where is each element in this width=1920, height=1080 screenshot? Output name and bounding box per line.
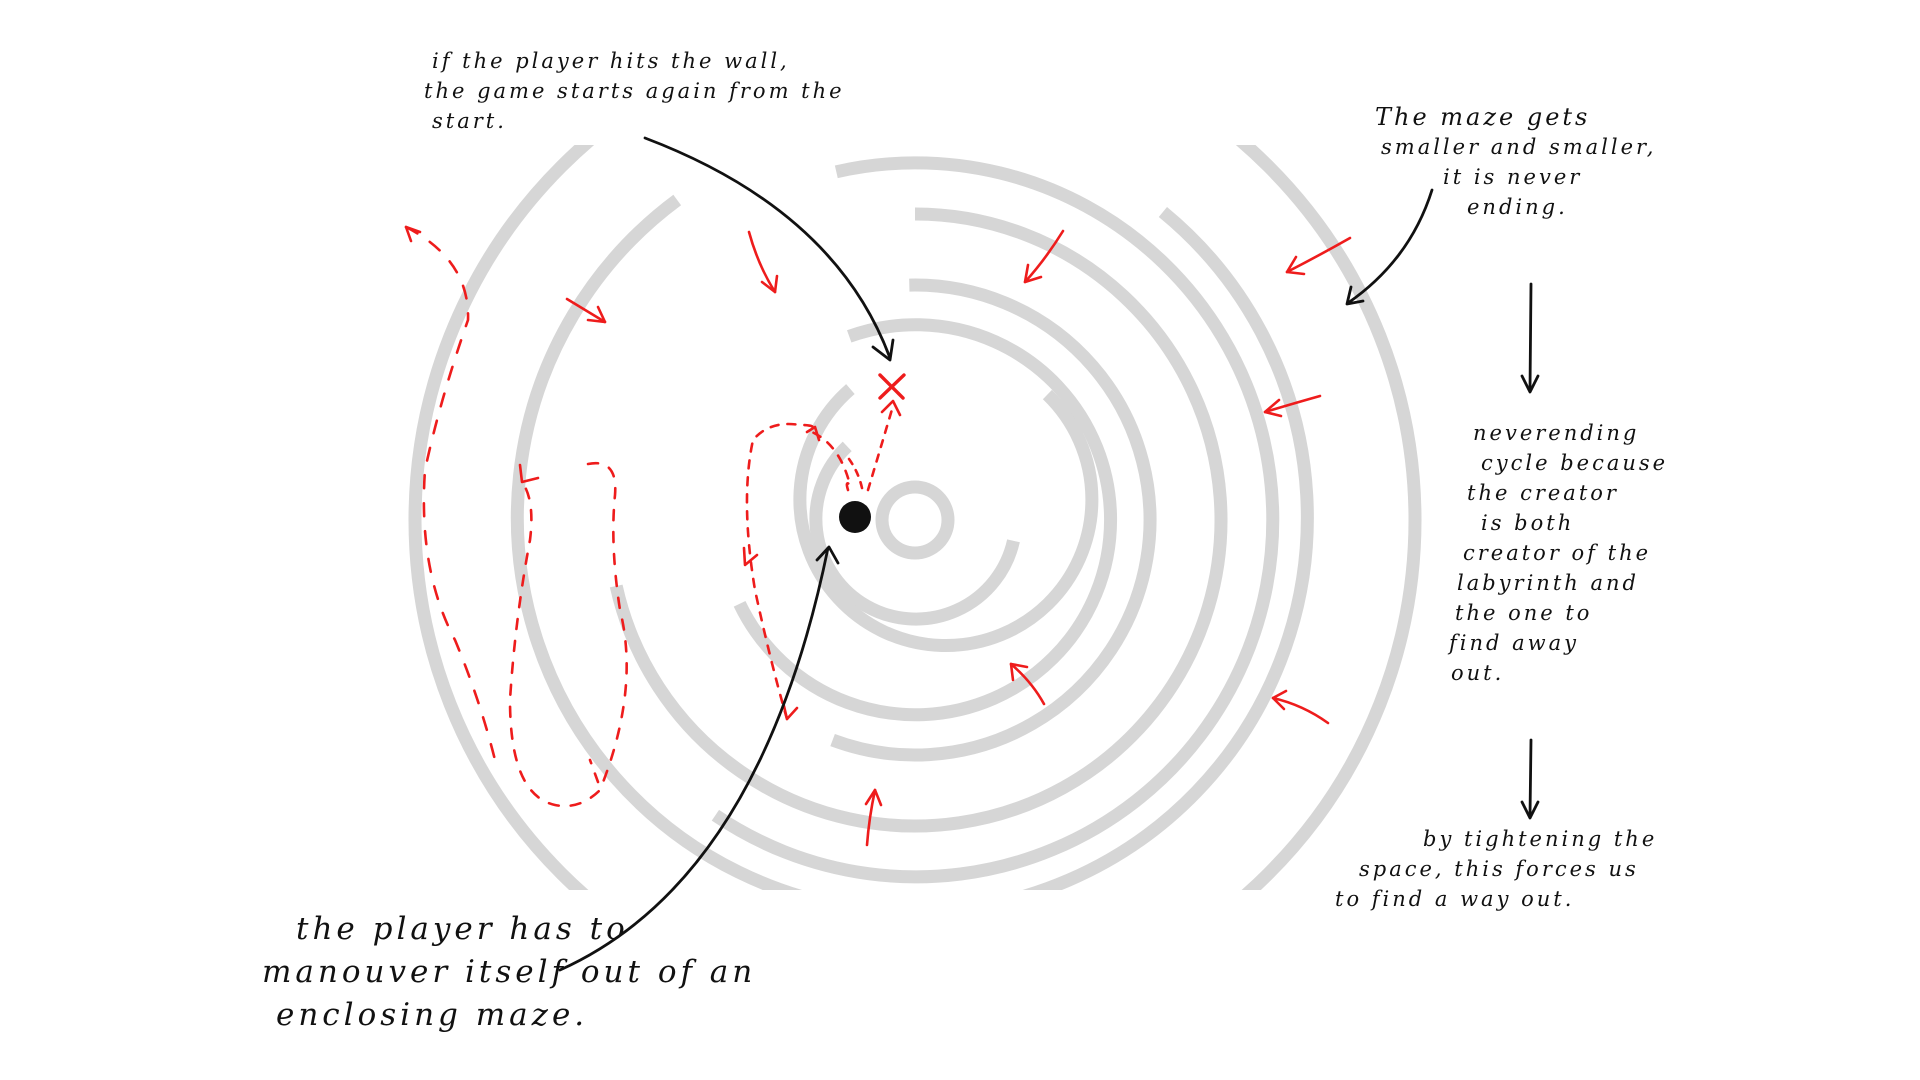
- path-arrow-head: [518, 463, 540, 484]
- maze-ring-2: [793, 384, 1099, 652]
- maze-note-line: The maze gets: [1375, 103, 1591, 131]
- maze-note-line: it is never: [1443, 165, 1583, 189]
- inward-arrow: [1023, 229, 1065, 284]
- space-note-line: by tightening the: [1423, 827, 1658, 851]
- inward-arrow: [864, 788, 883, 847]
- pointer-arrows: [558, 136, 1540, 972]
- cycle-note-line: out.: [1451, 661, 1505, 685]
- maze-note-line: smaller and smaller,: [1381, 135, 1657, 159]
- path-to-wall-short: [844, 453, 864, 490]
- space-note: by tightening the space, this forces us …: [1335, 824, 1657, 914]
- inward-arrow: [1009, 662, 1046, 706]
- player-dot: [839, 501, 871, 533]
- maze-ring-core: [875, 480, 955, 560]
- flow-arrow: [1520, 282, 1540, 394]
- flow-arrow: [1520, 738, 1540, 820]
- inward-arrow: [1285, 236, 1352, 276]
- player-note-line: enclosing maze.: [276, 997, 589, 1033]
- player-note-line: the player has to: [296, 911, 629, 947]
- x-mark: [878, 373, 906, 400]
- cycle-note-line: creator of the: [1463, 541, 1652, 565]
- maze-ring-1: [809, 441, 1020, 626]
- player-note-line: manouver itself out of an: [262, 954, 757, 990]
- path-arrow-head: [805, 425, 821, 442]
- path-mid-left: [508, 461, 628, 808]
- path-outer-left: [404, 225, 497, 762]
- cycle-note-line: the creator: [1467, 481, 1619, 505]
- path-inner: [745, 422, 852, 721]
- inward-arrow: [747, 230, 779, 294]
- maze-ring-5: [609, 207, 1228, 833]
- cycle-note-line: labyrinth and: [1457, 571, 1639, 595]
- cycle-note-line: the one to: [1455, 601, 1593, 625]
- cycle-note-line: is both: [1481, 511, 1575, 535]
- space-note-line: space, this forces us: [1359, 857, 1639, 881]
- cycle-note-line: cycle because: [1481, 451, 1669, 475]
- path-arrow-head: [404, 225, 422, 243]
- inward-arrow: [1263, 394, 1322, 418]
- maze-ring-8: [408, 145, 1422, 890]
- player-pointer-arrow: [558, 545, 840, 972]
- cycle-note: neverending cycle because the creator is…: [1449, 418, 1669, 688]
- inward-arrows: [565, 229, 1352, 847]
- maze-note-line: ending.: [1467, 195, 1568, 219]
- inward-arrow: [1271, 689, 1330, 725]
- maze-pointer-arrow: [1345, 188, 1434, 306]
- player-paths: [404, 225, 902, 808]
- path-arrow-head: [742, 546, 759, 567]
- maze-note: The maze gets smaller and smaller, it is…: [1375, 102, 1656, 222]
- wall-pointer-arrow: [643, 136, 895, 362]
- wall-note-line: the game starts again from the: [424, 79, 845, 103]
- maze-ring-6: [711, 156, 1280, 884]
- wall-note-line: start.: [432, 109, 507, 133]
- wall-note-line: if the player hits the wall,: [432, 49, 790, 73]
- path-to-wall: [866, 404, 895, 492]
- maze-walls: [408, 145, 1422, 890]
- maze-ring-3: [733, 318, 1117, 722]
- maze-ring-4: [830, 278, 1157, 762]
- path-arrow-head: [782, 704, 799, 721]
- cycle-note-line: neverending: [1473, 421, 1640, 445]
- path-arrow-head: [880, 399, 902, 417]
- player-note: the player has to manouver itself out of…: [262, 908, 756, 1037]
- space-note-line: to find a way out.: [1335, 887, 1575, 911]
- inward-arrow: [565, 297, 607, 324]
- cycle-note-line: find away: [1449, 631, 1580, 655]
- wall-note: if the player hits the wall, the game st…: [424, 46, 845, 136]
- path-mid-left-tail: [588, 758, 600, 784]
